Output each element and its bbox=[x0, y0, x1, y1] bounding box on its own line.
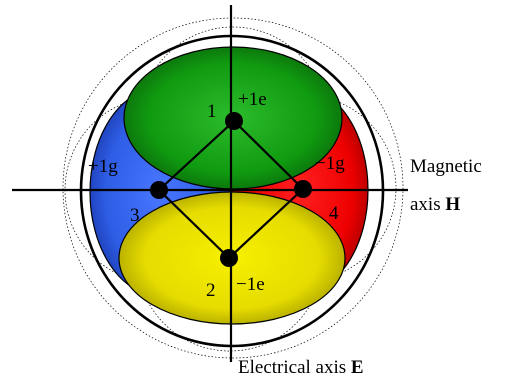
electrical-axis-label: Electrical axis E bbox=[238, 357, 364, 378]
node-1-number: 1 bbox=[207, 101, 217, 122]
node-2-charge: −1e bbox=[236, 274, 265, 295]
electrical-axis-symbol: E bbox=[351, 357, 364, 378]
node-4-number: 4 bbox=[329, 203, 339, 224]
magnetic-axis-sublabel: axis H bbox=[410, 194, 460, 215]
node-2-number: 2 bbox=[206, 280, 216, 301]
node-3-dot bbox=[150, 181, 168, 199]
node-3-charge: +1g bbox=[88, 156, 118, 177]
magnetic-axis-symbol: H bbox=[445, 194, 460, 215]
magnetic-axis-label: Magnetic bbox=[410, 156, 482, 177]
electrical-axis-word: Electrical axis bbox=[238, 357, 351, 378]
node-1-charge: +1e bbox=[238, 89, 267, 110]
node-3-number: 3 bbox=[130, 205, 140, 226]
node-1-dot bbox=[225, 112, 243, 130]
node-4-dot bbox=[294, 180, 312, 198]
node-2-dot bbox=[220, 249, 238, 267]
magnetic-axis-word: axis bbox=[410, 194, 445, 215]
node-4-charge: −1g bbox=[315, 153, 345, 174]
